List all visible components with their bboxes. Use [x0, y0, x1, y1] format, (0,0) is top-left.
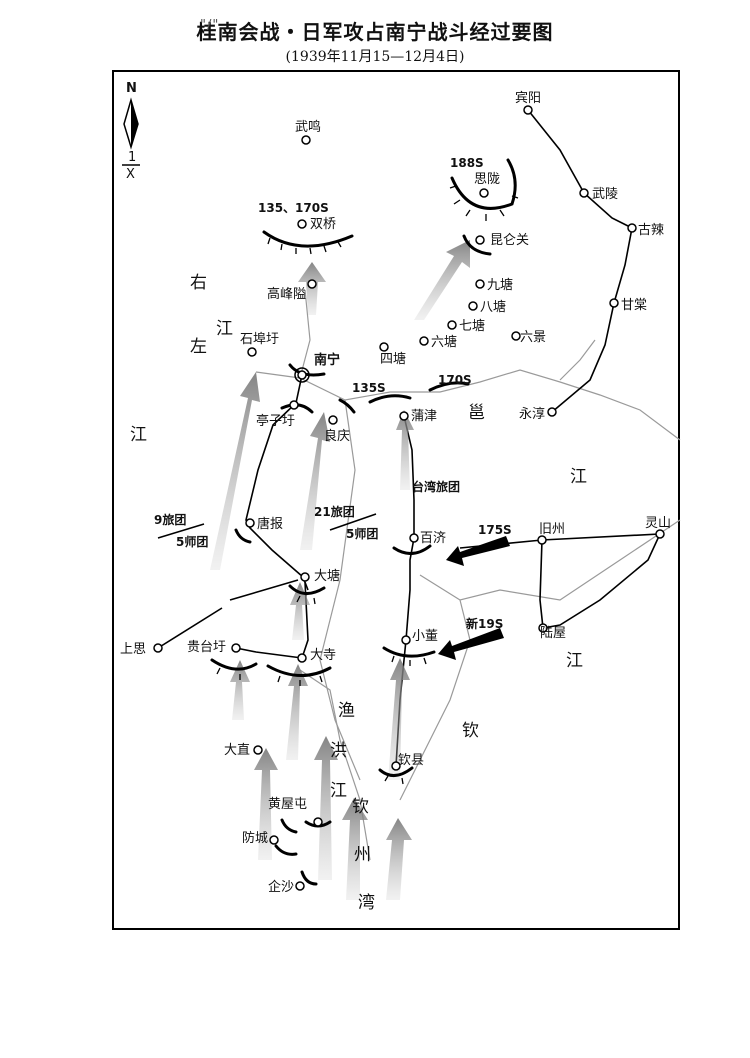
river-you-jiang: 江 — [216, 319, 233, 339]
place-markers — [153, 105, 665, 891]
place-gaofengai: 高峰隘 — [267, 286, 306, 302]
place-baiji: 百济 — [420, 531, 446, 546]
river-zuo: 左 — [190, 337, 207, 357]
place-liutang: 六塘 — [431, 334, 457, 350]
unit-5-division-b: 5师团 — [346, 526, 378, 541]
place-silong: 思陇 — [474, 172, 500, 187]
map-title: "/" 桂南会战・日军攻占南宁战斗经过要图 — [0, 16, 750, 45]
unit-135-170s: 135、170S — [258, 201, 329, 215]
unit-new-19s: 新19S — [466, 616, 503, 631]
place-lingshan: 灵山 — [645, 516, 671, 531]
unit-188s: 188S — [450, 156, 484, 170]
place-wuming: 武鸣 — [295, 119, 321, 135]
river-hong: 洪 — [330, 741, 347, 761]
counterattack-arrows — [438, 536, 510, 660]
place-labels: 宾阳 武鸣 思陇 武陵 古辣 双桥 昆仑关 九塘 高峰隘 八塘 甘棠 七塘 石埠… — [120, 90, 671, 895]
scale-numerator: 1 — [128, 150, 136, 165]
place-luwu: 陆屋 — [540, 625, 566, 641]
map-subtitle: (1939年11月15—12月4日) — [285, 49, 465, 65]
river-yong: 邕 — [468, 403, 485, 423]
river-yuhong-jiang: 江 — [330, 781, 347, 801]
unit-170s: 170S — [438, 373, 472, 387]
place-xiaodong: 小董 — [412, 629, 438, 644]
unit-taiwan: 台湾旅团 — [412, 479, 460, 494]
place-qinxian: 钦县 — [398, 753, 424, 768]
unit-boundaries — [157, 513, 377, 539]
place-dasi: 大寺 — [310, 648, 336, 663]
river-lines — [255, 289, 681, 861]
map-title-text: 桂南会战・日军攻占南宁战斗经过要图 — [196, 20, 554, 44]
place-qitang: 七塘 — [459, 318, 485, 334]
place-liujing: 六景 — [520, 330, 546, 345]
attack-arrows — [210, 240, 470, 900]
unit-175s: 175S — [478, 523, 512, 537]
unit-21-brigade: 21旅团 — [314, 504, 355, 519]
place-shibuxu: 石埠圩 — [240, 332, 279, 347]
river-qin-jiang: 江 — [566, 651, 583, 671]
place-kunlunguan: 昆仑关 — [490, 233, 529, 248]
unit-9-brigade: 9旅团 — [154, 512, 186, 527]
compass-north: N — [126, 81, 137, 96]
place-tangbao: 唐报 — [257, 516, 283, 532]
river-labels: 右 江 左 江 邕 江 江 钦 渔 洪 江 钦 州 湾 — [130, 273, 587, 913]
place-gula: 古辣 — [638, 223, 664, 238]
river-zuo-jiang: 江 — [130, 425, 147, 445]
place-tingzixu: 亭子圩 — [256, 413, 295, 429]
place-yongchun: 永淳 — [519, 406, 545, 422]
place-gantang: 甘棠 — [621, 298, 647, 313]
map-frame — [112, 70, 680, 930]
bay-wan: 湾 — [358, 893, 375, 913]
place-shuangqiao: 双桥 — [310, 217, 336, 232]
front-ticks — [216, 185, 519, 785]
unit-labels: 188S 135、170S 135S 170S 台湾旅团 9旅团 5师团 21旅… — [154, 156, 512, 631]
compass-icon: N 1 X — [122, 81, 140, 182]
scale-denominator: X — [126, 167, 135, 182]
unit-5-division-a: 5师团 — [176, 534, 208, 549]
place-shangsi: 上思 — [120, 642, 146, 657]
place-jiuzhou: 旧州 — [539, 522, 565, 537]
place-putu: 蒲津 — [411, 409, 437, 424]
place-fangcheng: 防城 — [242, 830, 268, 846]
place-huangwutun: 黄屋屯 — [268, 797, 307, 812]
place-dazhi: 大直 — [224, 743, 250, 758]
river-qin: 钦 — [462, 721, 479, 741]
unit-135s: 135S — [352, 381, 386, 395]
place-liangqing: 良庆 — [324, 428, 350, 444]
river-you: 右 — [190, 273, 207, 293]
river-yong-jiang: 江 — [570, 467, 587, 487]
place-jiutang: 九塘 — [487, 277, 513, 293]
place-wuling: 武陵 — [592, 187, 618, 202]
place-nanning: 南宁 — [314, 352, 340, 368]
place-batang: 八塘 — [480, 299, 506, 315]
place-qisha: 企沙 — [268, 879, 294, 895]
bay-zhou: 州 — [354, 845, 371, 865]
title-mark: "/" — [200, 18, 220, 33]
place-sitang: 四塘 — [380, 351, 406, 367]
river-yu: 渔 — [338, 701, 355, 721]
place-guitaixu: 贵台圩 — [187, 640, 226, 655]
place-datang: 大塘 — [314, 568, 340, 584]
bay-qin: 钦 — [352, 797, 369, 817]
place-binyang: 宾阳 — [515, 90, 541, 106]
